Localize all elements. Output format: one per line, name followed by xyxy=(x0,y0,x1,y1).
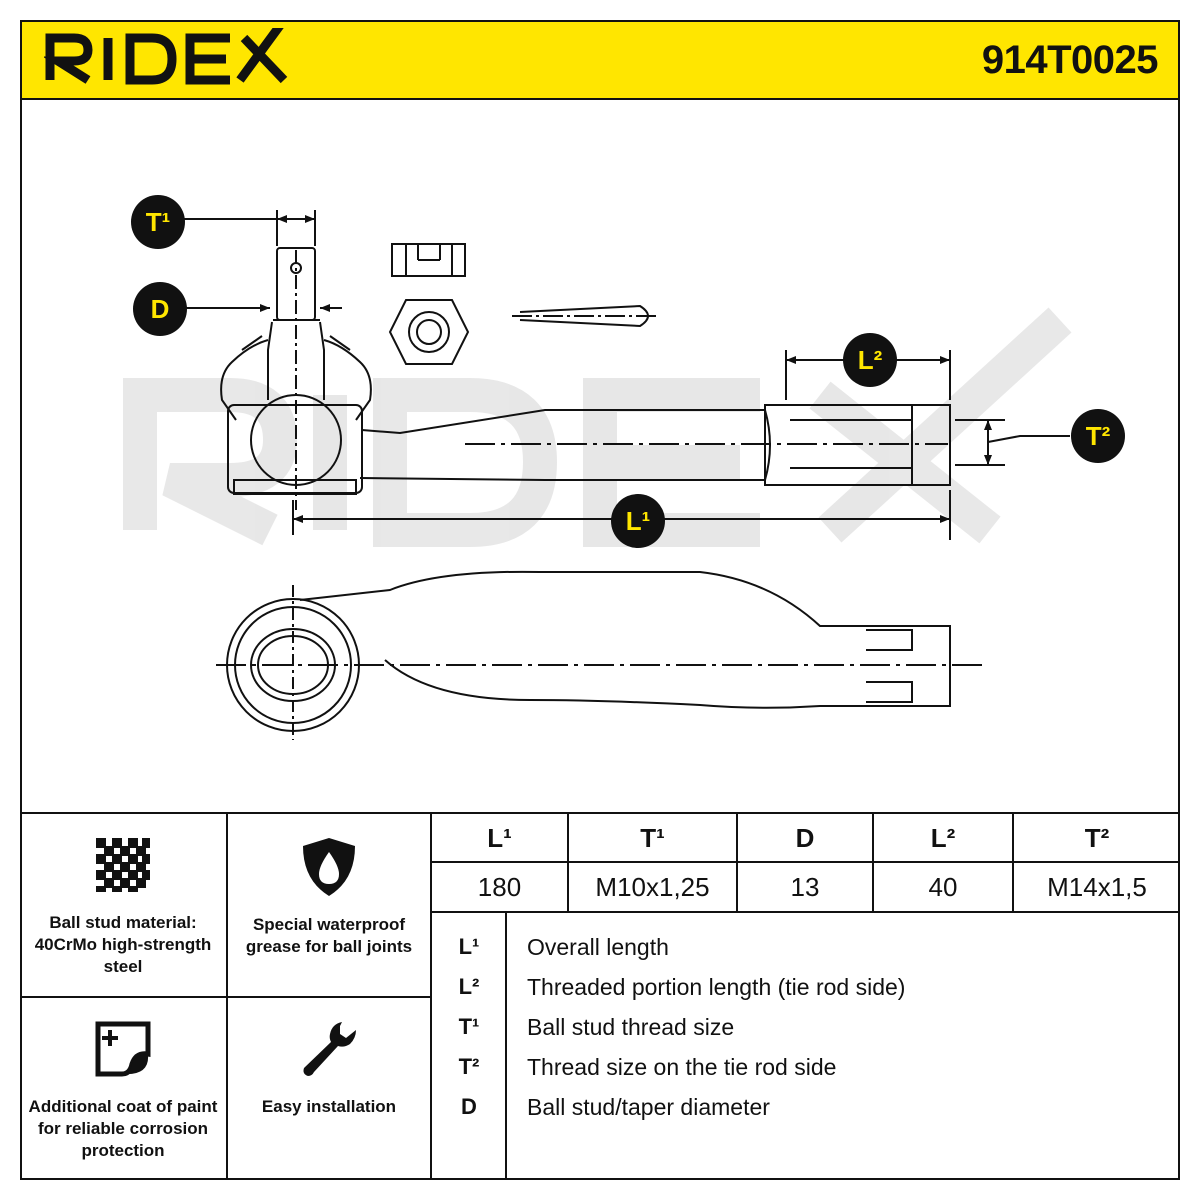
table-value-t2: M14x1,5 xyxy=(1047,872,1147,902)
table-divider xyxy=(736,814,738,912)
water-drop-shield-icon xyxy=(303,838,355,896)
tie-rod-end-drawing: T¹ D L² T² L¹ xyxy=(123,195,1125,740)
feature-label-material: Ball stud material: 40CrMo high-strength… xyxy=(34,913,212,976)
feature-cell-grease: Special waterproof grease for ball joint… xyxy=(228,814,432,998)
legend-description: Ball stud thread size xyxy=(527,1014,735,1040)
legend-divider xyxy=(505,912,507,1180)
badge-t1-text: T¹ xyxy=(146,207,171,237)
table-divider xyxy=(567,814,569,912)
table-value-l2: 40 xyxy=(928,872,958,902)
feature-cell-paint: Additional coat of paint for reliable co… xyxy=(20,998,228,1180)
legend-symbol: T² xyxy=(458,1054,480,1079)
table-header-t1: T¹ xyxy=(640,823,665,853)
table-divider xyxy=(432,861,1180,863)
badge-l1: L¹ xyxy=(611,494,665,548)
badge-l2-text: L² xyxy=(858,345,883,375)
feature-label-paint: Additional coat of paint for reliable co… xyxy=(28,1097,218,1160)
table-header-d: D xyxy=(795,823,815,853)
table-divider xyxy=(1012,814,1014,912)
table-header-l1: L¹ xyxy=(487,823,512,853)
table-value-d: 13 xyxy=(790,872,820,902)
table-header-l2: L² xyxy=(930,823,956,853)
legend-description: Threaded portion length (tie rod side) xyxy=(527,974,906,1000)
feature-label-grease: Special waterproof grease for ball joint… xyxy=(245,915,413,956)
badge-d-text: D xyxy=(151,294,170,324)
ridex-watermark xyxy=(123,307,1072,547)
table-header-t2: T² xyxy=(1084,823,1110,853)
legend-symbol: L¹ xyxy=(458,934,480,959)
legend-description: Ball stud/taper diameter xyxy=(527,1094,770,1120)
legend-description: Thread size on the tie rod side xyxy=(527,1054,837,1080)
paint-coat-icon xyxy=(95,1021,151,1077)
legend-symbol: T¹ xyxy=(458,1014,480,1039)
ridex-logo xyxy=(44,28,288,85)
feature-cell-installation: Easy installation xyxy=(228,998,432,1180)
panel-divider xyxy=(20,812,1180,814)
table-divider xyxy=(432,911,1180,913)
feature-label-installation: Easy installation xyxy=(261,1097,397,1116)
badge-l1-text: L¹ xyxy=(626,506,651,536)
badge-t2: T² xyxy=(1071,409,1125,463)
part-number: 914T0025 xyxy=(981,38,1159,82)
feature-cell-material: Ball stud material: 40CrMo high-strength… xyxy=(20,814,228,998)
badge-t2-text: T² xyxy=(1086,421,1111,451)
table-divider xyxy=(872,814,874,912)
table-value-l1: 180 xyxy=(477,872,522,902)
badge-d: D xyxy=(133,282,187,336)
badge-t1: T¹ xyxy=(131,195,185,249)
badge-l2: L² xyxy=(843,333,897,387)
table-value-t1: M10x1,25 xyxy=(595,872,710,902)
legend-symbol: L² xyxy=(458,974,480,999)
legend-symbol: D xyxy=(461,1094,477,1119)
mesh-material-icon xyxy=(96,838,150,892)
legend-description: Overall length xyxy=(527,934,669,960)
wrench-icon xyxy=(303,1022,356,1076)
